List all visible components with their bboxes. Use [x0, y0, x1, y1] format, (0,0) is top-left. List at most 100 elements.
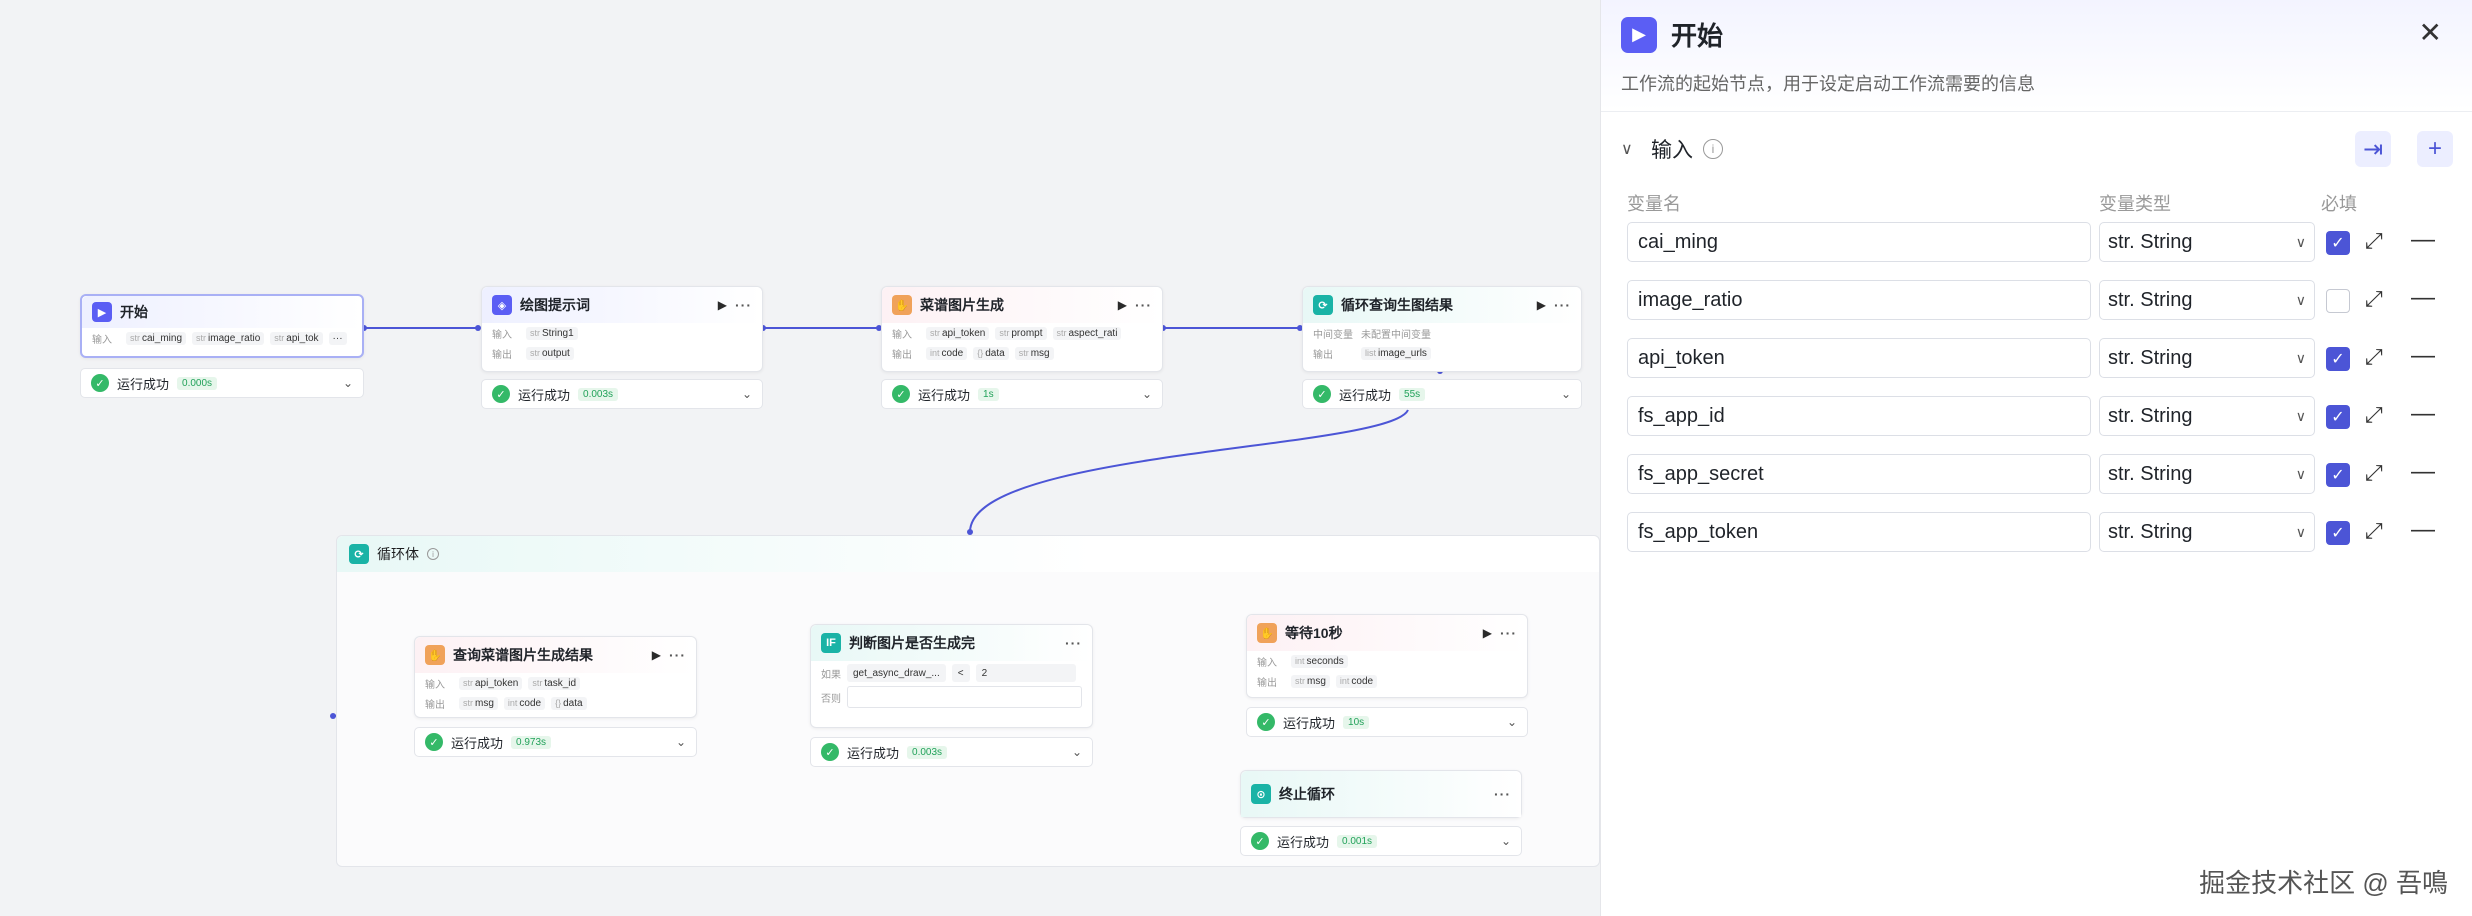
- success-check-icon: ✓: [492, 385, 510, 403]
- code-node-icon: ◈: [492, 295, 512, 315]
- required-checkbox[interactable]: ✓: [2326, 405, 2350, 429]
- required-checkbox[interactable]: ✓: [2326, 521, 2350, 545]
- expand-icon[interactable]: ⤢: [2365, 518, 2383, 543]
- more-icon[interactable]: ···: [1065, 635, 1082, 651]
- variable-type-select[interactable]: str. String∨: [2099, 222, 2315, 262]
- node-stop[interactable]: ⊙ 终止循环 ···: [1240, 770, 1522, 818]
- remove-variable-icon[interactable]: —: [2411, 226, 2435, 253]
- chevron-down-icon: ∨: [2295, 407, 2306, 424]
- expand-icon[interactable]: ⤢: [2365, 460, 2383, 485]
- add-variable-button[interactable]: +: [2417, 131, 2453, 167]
- node-judge[interactable]: IF 判断图片是否生成完 ··· 如果 get_async_draw_... <…: [810, 624, 1093, 728]
- chevron-down-icon[interactable]: ⌄: [741, 387, 752, 401]
- input-label: 输入: [1257, 657, 1277, 669]
- chevron-down-icon: ∨: [2295, 291, 2306, 308]
- more-inputs-tag[interactable]: ···: [328, 331, 347, 345]
- chevron-down-icon[interactable]: ⌄: [342, 376, 353, 390]
- info-icon[interactable]: i: [1703, 139, 1723, 159]
- status-text: 运行成功: [1339, 387, 1392, 403]
- node-query-result-status[interactable]: ✓ 运行成功 0.973s ⌄: [414, 727, 697, 757]
- more-icon[interactable]: ···: [1554, 297, 1571, 313]
- run-icon[interactable]: ▶: [1536, 298, 1546, 312]
- input-label: 输入: [425, 679, 445, 691]
- more-icon[interactable]: ···: [735, 297, 752, 313]
- start-node-icon: ▶: [92, 302, 112, 322]
- more-icon[interactable]: ···: [1494, 786, 1511, 802]
- node-recipe-gen-status[interactable]: ✓ 运行成功 1s ⌄: [881, 379, 1163, 409]
- column-header-name: 变量名: [1627, 194, 1681, 214]
- chevron-down-icon[interactable]: ⌄: [1560, 387, 1571, 401]
- import-button[interactable]: ⇥: [2355, 131, 2391, 167]
- output-tag: {}data: [551, 696, 587, 710]
- node-wait-status[interactable]: ✓ 运行成功 10s ⌄: [1246, 707, 1528, 737]
- remove-variable-icon[interactable]: —: [2411, 516, 2435, 543]
- node-stop-title: 终止循环: [1279, 786, 1335, 802]
- success-check-icon: ✓: [821, 743, 839, 761]
- variable-name-input[interactable]: fs_app_id: [1627, 396, 2091, 436]
- more-icon[interactable]: ···: [669, 647, 686, 663]
- variable-type-select[interactable]: str. String∨: [2099, 338, 2315, 378]
- run-icon[interactable]: ▶: [1117, 298, 1127, 312]
- expand-icon[interactable]: ⤢: [2365, 228, 2383, 253]
- node-loop-query-status[interactable]: ✓ 运行成功 55s ⌄: [1302, 379, 1582, 409]
- node-prompt-status[interactable]: ✓ 运行成功 0.003s ⌄: [481, 379, 763, 409]
- info-icon[interactable]: i: [427, 548, 439, 560]
- chevron-down-icon[interactable]: ⌄: [675, 735, 686, 749]
- variable-type-select[interactable]: str. String∨: [2099, 512, 2315, 552]
- remove-variable-icon[interactable]: —: [2411, 458, 2435, 485]
- variable-type-select[interactable]: str. String ∨: [2099, 396, 2315, 436]
- run-time-badge: 0.003s: [907, 745, 948, 759]
- variable-type-value: str. String: [2108, 520, 2193, 543]
- required-checkbox[interactable]: [2326, 289, 2350, 313]
- run-icon[interactable]: ▶: [717, 298, 727, 312]
- variable-name-input[interactable]: api_token: [1627, 338, 2091, 378]
- variable-type-value: str. String: [2108, 404, 2193, 427]
- expand-icon[interactable]: ⤢: [2365, 402, 2383, 427]
- node-prompt-title: 绘图提示词: [520, 297, 590, 313]
- chevron-down-icon[interactable]: ⌄: [1141, 387, 1152, 401]
- remove-variable-icon[interactable]: —: [2411, 342, 2435, 369]
- expand-icon[interactable]: ⤢: [2365, 344, 2383, 369]
- mid-var-value: 未配置中间变量: [1361, 329, 1431, 341]
- node-judge-status[interactable]: ✓ 运行成功 0.003s ⌄: [810, 737, 1093, 767]
- run-icon[interactable]: ▶: [651, 648, 661, 662]
- more-icon[interactable]: ···: [1135, 297, 1152, 313]
- required-checkbox[interactable]: ✓: [2326, 347, 2350, 371]
- required-checkbox[interactable]: ✓: [2326, 463, 2350, 487]
- variable-type-select[interactable]: str. String∨: [2099, 280, 2315, 320]
- plugin-node-icon: ✋: [892, 295, 912, 315]
- variable-name-input[interactable]: cai_ming: [1627, 222, 2091, 262]
- node-stop-status[interactable]: ✓ 运行成功 0.001s ⌄: [1240, 826, 1522, 856]
- required-checkbox[interactable]: ✓: [2326, 231, 2350, 255]
- status-text: 运行成功: [1283, 715, 1336, 731]
- else-branch-box: [847, 686, 1082, 708]
- chevron-down-icon[interactable]: ⌄: [1071, 745, 1082, 759]
- variable-name-input[interactable]: image_ratio: [1627, 280, 2091, 320]
- chevron-down-icon[interactable]: ∨: [1621, 141, 1633, 158]
- variable-name-input[interactable]: fs_app_secret: [1627, 454, 2091, 494]
- variable-type-select[interactable]: str. String∨: [2099, 454, 2315, 494]
- expand-icon[interactable]: ⤢: [2365, 286, 2383, 311]
- chevron-down-icon[interactable]: ⌄: [1506, 715, 1517, 729]
- remove-variable-icon[interactable]: —: [2411, 284, 2435, 311]
- variable-name-input[interactable]: fs_app_token: [1627, 512, 2091, 552]
- node-start-status[interactable]: ✓ 运行成功 0.000s ⌄: [80, 368, 364, 398]
- more-icon[interactable]: ···: [1500, 625, 1517, 641]
- node-recipe-gen-title: 菜谱图片生成: [920, 297, 1004, 313]
- output-label: 输出: [892, 349, 912, 361]
- remove-variable-icon[interactable]: —: [2411, 400, 2435, 427]
- run-icon[interactable]: ▶: [1482, 626, 1492, 640]
- close-icon[interactable]: ✕: [2418, 17, 2442, 48]
- chevron-down-icon[interactable]: ⌄: [1500, 834, 1511, 848]
